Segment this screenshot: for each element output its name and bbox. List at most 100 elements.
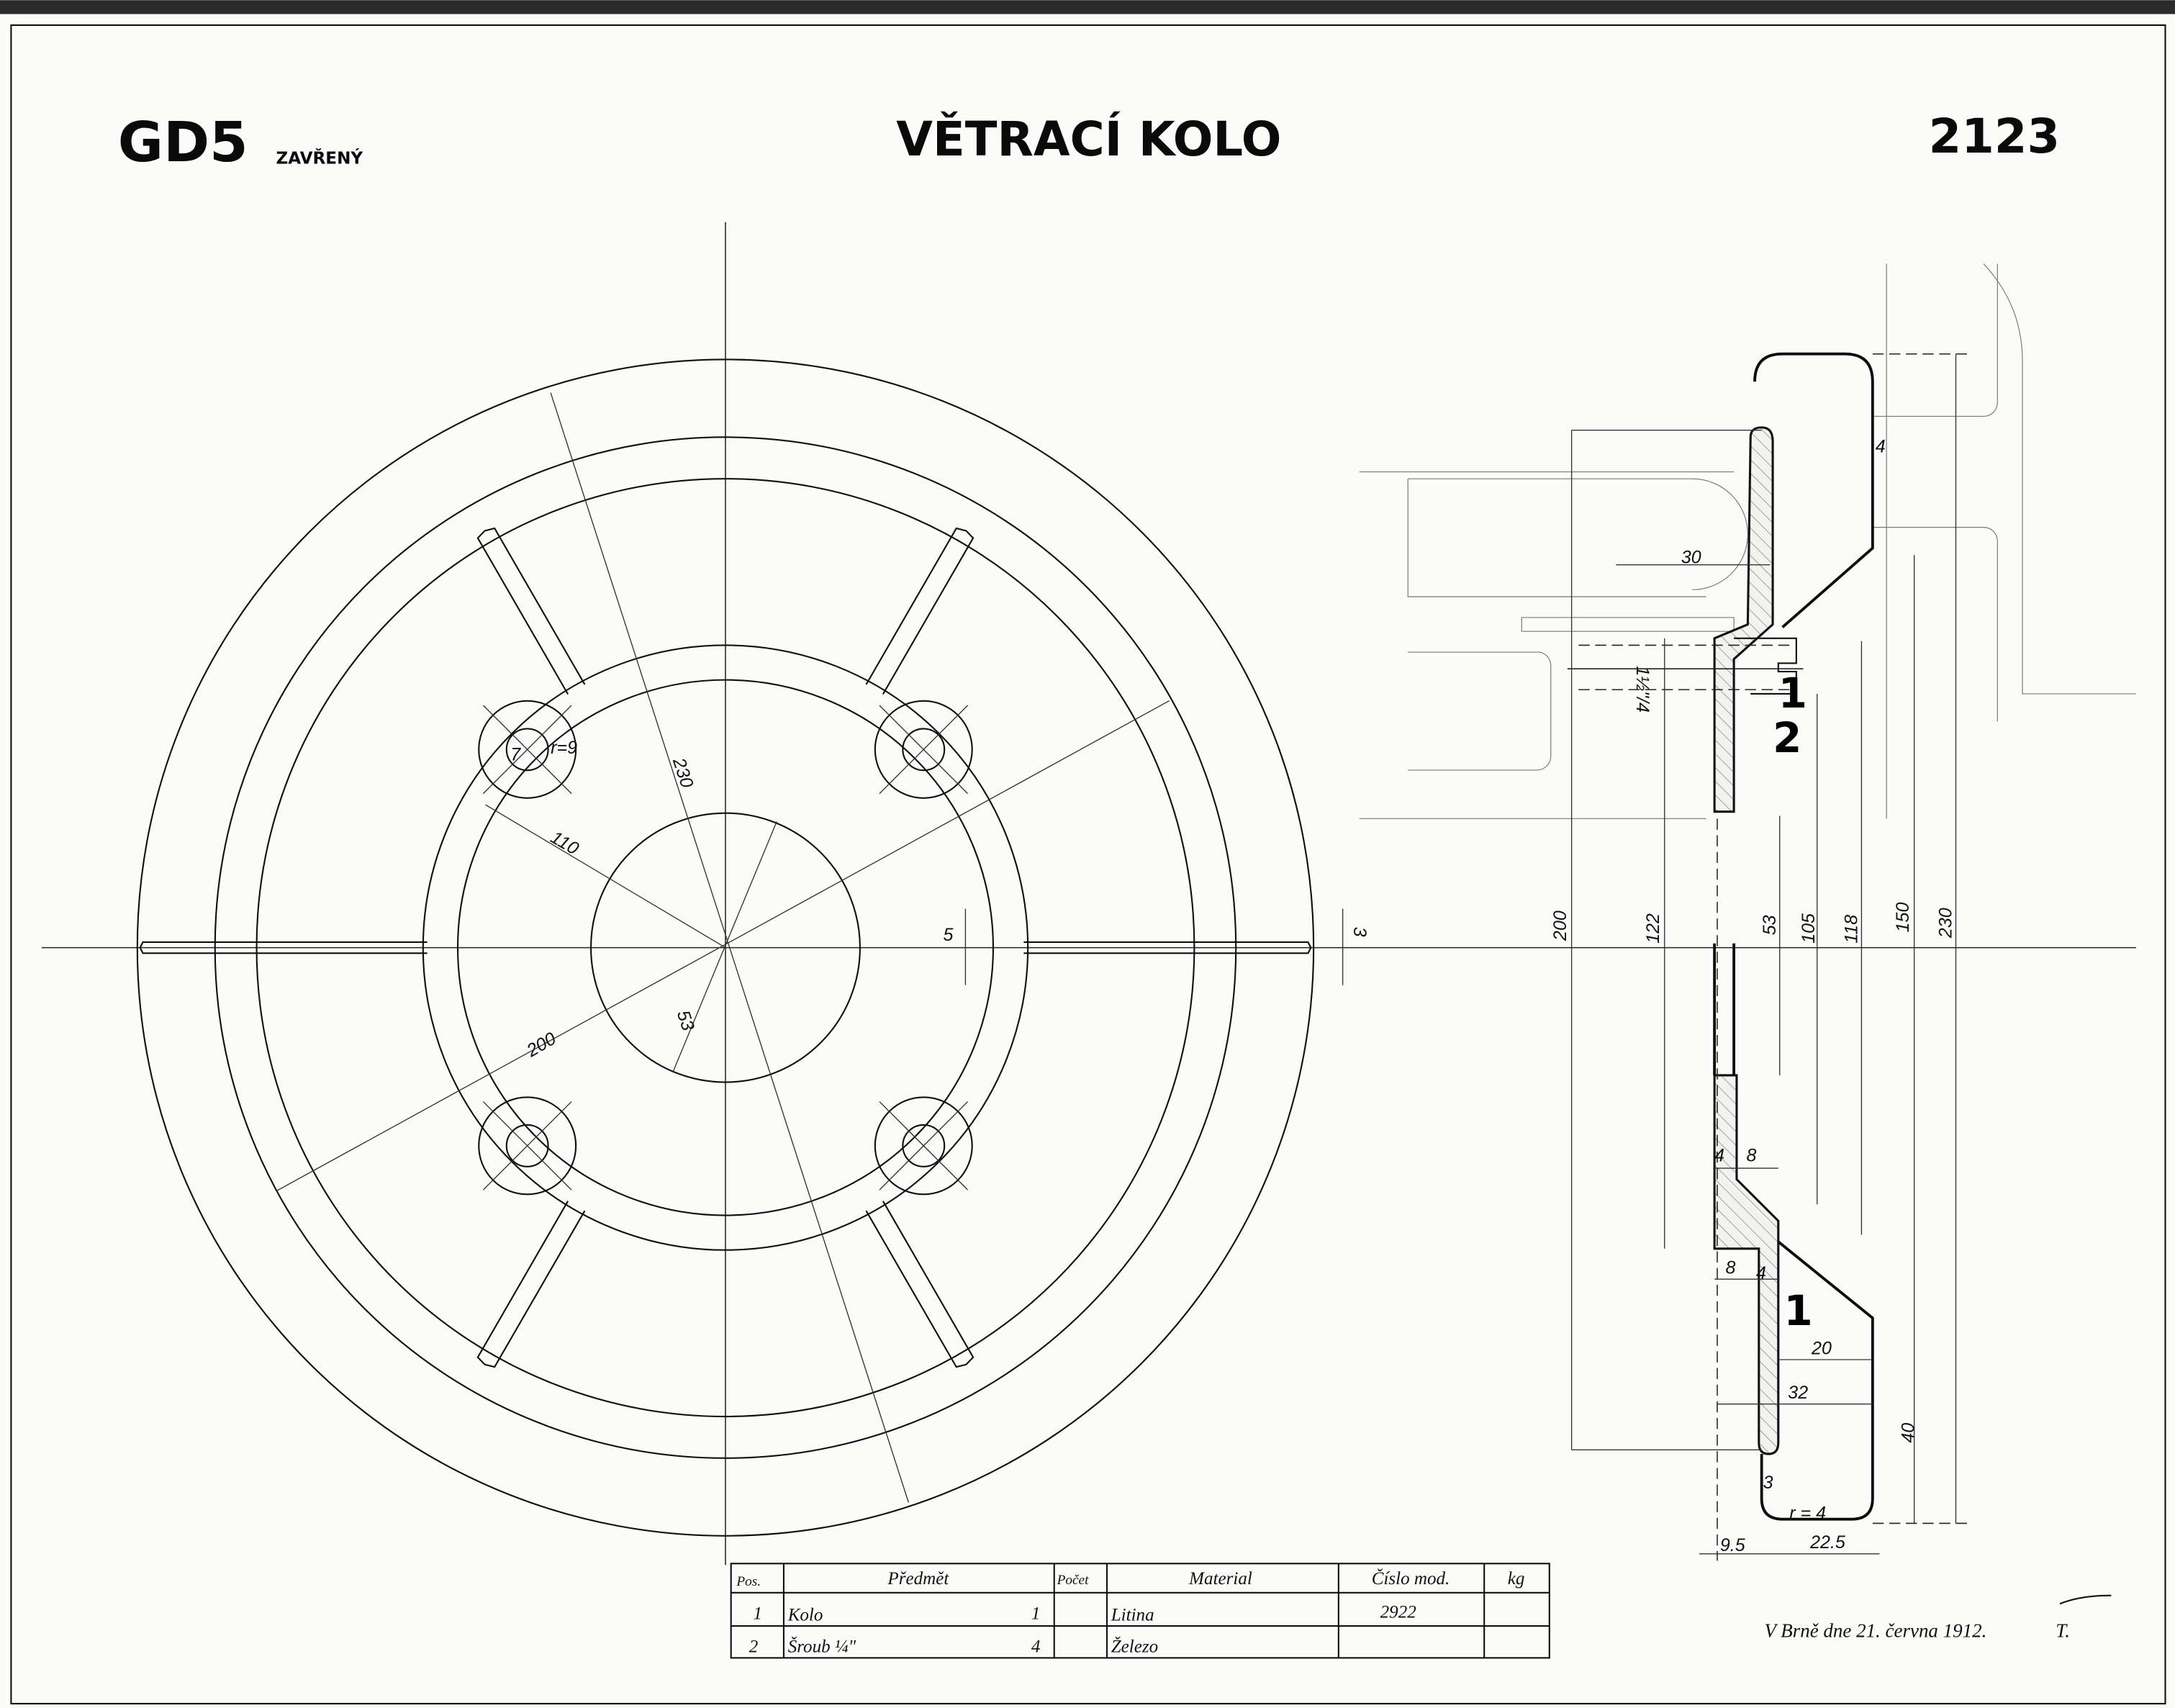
signature-stroke: [2059, 1594, 2112, 1605]
drawing-frame: [10, 24, 2166, 1705]
table-cell-material: Litina: [1111, 1605, 1154, 1625]
signature-initial: T.: [2056, 1619, 2070, 1641]
table-cell-material: Železo: [1111, 1637, 1158, 1657]
dim-40: 40: [1899, 1423, 1919, 1443]
hole-center-mark: [482, 705, 572, 795]
hole-boss: [478, 700, 577, 799]
table-cell-qty: 4: [1031, 1637, 1041, 1657]
housing-outline-lower: [1359, 651, 1706, 819]
table-cell-pos: 2: [749, 1637, 759, 1657]
dim-22-5: 22.5: [1809, 1532, 1845, 1553]
table-header-qty: Počet: [1057, 1573, 1090, 1588]
housing-outline: [1359, 471, 1748, 597]
dim-hole-7: 7: [510, 744, 521, 764]
washer-outline: [1521, 617, 1735, 632]
dim-r9: r=9: [551, 738, 577, 758]
outer-circle: [136, 358, 1315, 1537]
hub-bore-circle: [589, 812, 861, 1083]
spoke: [476, 527, 586, 695]
hole-center-mark: [879, 1101, 969, 1190]
table-cell-qty: 1: [1031, 1604, 1041, 1623]
table-header-model-no: Číslo mod.: [1372, 1568, 1450, 1589]
front-view: 230 200 110 53 5 3 7 r=9: [41, 222, 2137, 1565]
table-cell-pos: 1: [754, 1604, 763, 1623]
dim-118: 118: [1842, 915, 1862, 944]
dim-53-section: 53: [1760, 915, 1780, 935]
dim-105: 105: [1799, 913, 1819, 944]
spoke: [865, 1201, 975, 1368]
dim-200-section: 200: [1550, 911, 1570, 941]
dim-4b: 4: [1756, 1263, 1766, 1283]
dim-line-230: [550, 392, 910, 1503]
place-date: V Brně dne 21. června 1912.: [1765, 1619, 1987, 1641]
table-header-kg: kg: [1508, 1569, 1525, 1589]
spoke: [865, 527, 975, 695]
table-cell-item: Šroub ¼": [788, 1637, 856, 1657]
dim-9-5: 9.5: [1720, 1535, 1745, 1555]
rim-inner-circle: [256, 478, 1195, 1418]
dim-122: 122: [1643, 913, 1663, 944]
dim-8b: 8: [1726, 1258, 1736, 1278]
hole-center-mark: [879, 705, 969, 795]
spoke: [476, 1201, 586, 1368]
dim-line-200: [277, 700, 1170, 1191]
table-header-material: Material: [1188, 1569, 1252, 1589]
rim-outer-circle: [214, 436, 1237, 1459]
drawing-number: 2123: [1929, 109, 2060, 164]
scan-edge: [0, 0, 2175, 14]
dim-150: 150: [1893, 903, 1913, 933]
dim-line-110: [485, 804, 726, 949]
nut-outline: [1734, 637, 1797, 695]
title-block-header: GD5 ZAVŘENÝ VĚTRACÍ KOLO 2123: [118, 109, 2060, 175]
bolt-hole: [505, 1124, 549, 1167]
dim-110: 110: [547, 827, 582, 859]
bolt-hole: [505, 728, 549, 772]
dim-200: 200: [523, 1029, 559, 1062]
bolt-hidden-lines: [1578, 644, 1790, 690]
hub-ring-outer: [422, 644, 1029, 1251]
dim-3-section: 3: [1763, 1473, 1773, 1493]
casing-outline: [1872, 263, 2137, 819]
dim-gap-4: 4: [1876, 437, 1886, 457]
dim-3: 3: [1349, 927, 1370, 937]
dim-8a: 8: [1746, 1145, 1756, 1165]
dim-30: 30: [1681, 548, 1701, 568]
bolt-hole: [902, 1124, 946, 1167]
dim-53: 53: [673, 1008, 698, 1033]
spoke: [139, 941, 428, 954]
dim-32: 32: [1788, 1383, 1808, 1403]
table-cell-item: Kolo: [787, 1605, 823, 1625]
dim-20: 20: [1811, 1338, 1832, 1358]
hole-boss: [874, 700, 973, 799]
parts-table: Pos. Předmět Počet Material Číslo mod. k…: [730, 1563, 1550, 1659]
table-cell-model-no: 2922: [1380, 1602, 1416, 1622]
hole-center-mark: [482, 1101, 572, 1190]
part-label-1: 1: [1784, 1286, 1813, 1335]
drawing-title: VĚTRACÍ KOLO: [896, 111, 1281, 167]
table-header-pos: Pos.: [736, 1574, 761, 1589]
table-header-item: Předmět: [887, 1569, 949, 1589]
model-suffix: ZAVŘENÝ: [276, 148, 363, 168]
dim-line-53: [672, 821, 777, 1073]
signature: V Brně dne 21. června 1912. T.: [1765, 1594, 2112, 1641]
blade-upper-outline: [1753, 352, 1874, 628]
hole-boss: [478, 1096, 577, 1196]
hole-boss: [874, 1096, 973, 1196]
plate-web: [1713, 943, 1736, 1075]
lower-plate-section: [1713, 1074, 1780, 1455]
spoke: [1023, 941, 1312, 954]
hub-plate-section: [1713, 426, 1774, 813]
dim-4a: 4: [1714, 1145, 1724, 1165]
dim-230-section: 230: [1936, 908, 1956, 939]
part-label-2: 2: [1773, 713, 1801, 762]
dim-bolt-size: 1½"/4: [1632, 666, 1652, 713]
dim-r4: r = 4: [1789, 1504, 1826, 1524]
model-code: GD5: [118, 110, 248, 175]
dim-230: 230: [669, 755, 697, 790]
part-label-1-top: 1: [1778, 669, 1807, 718]
bolt-hole: [902, 728, 946, 772]
dim-5: 5: [944, 925, 954, 945]
blade-lower-outline: [1760, 1240, 1874, 1521]
section-view: 30 1½"/4 1 2 200 122 53 105 118 150 230 …: [1359, 263, 2137, 1561]
